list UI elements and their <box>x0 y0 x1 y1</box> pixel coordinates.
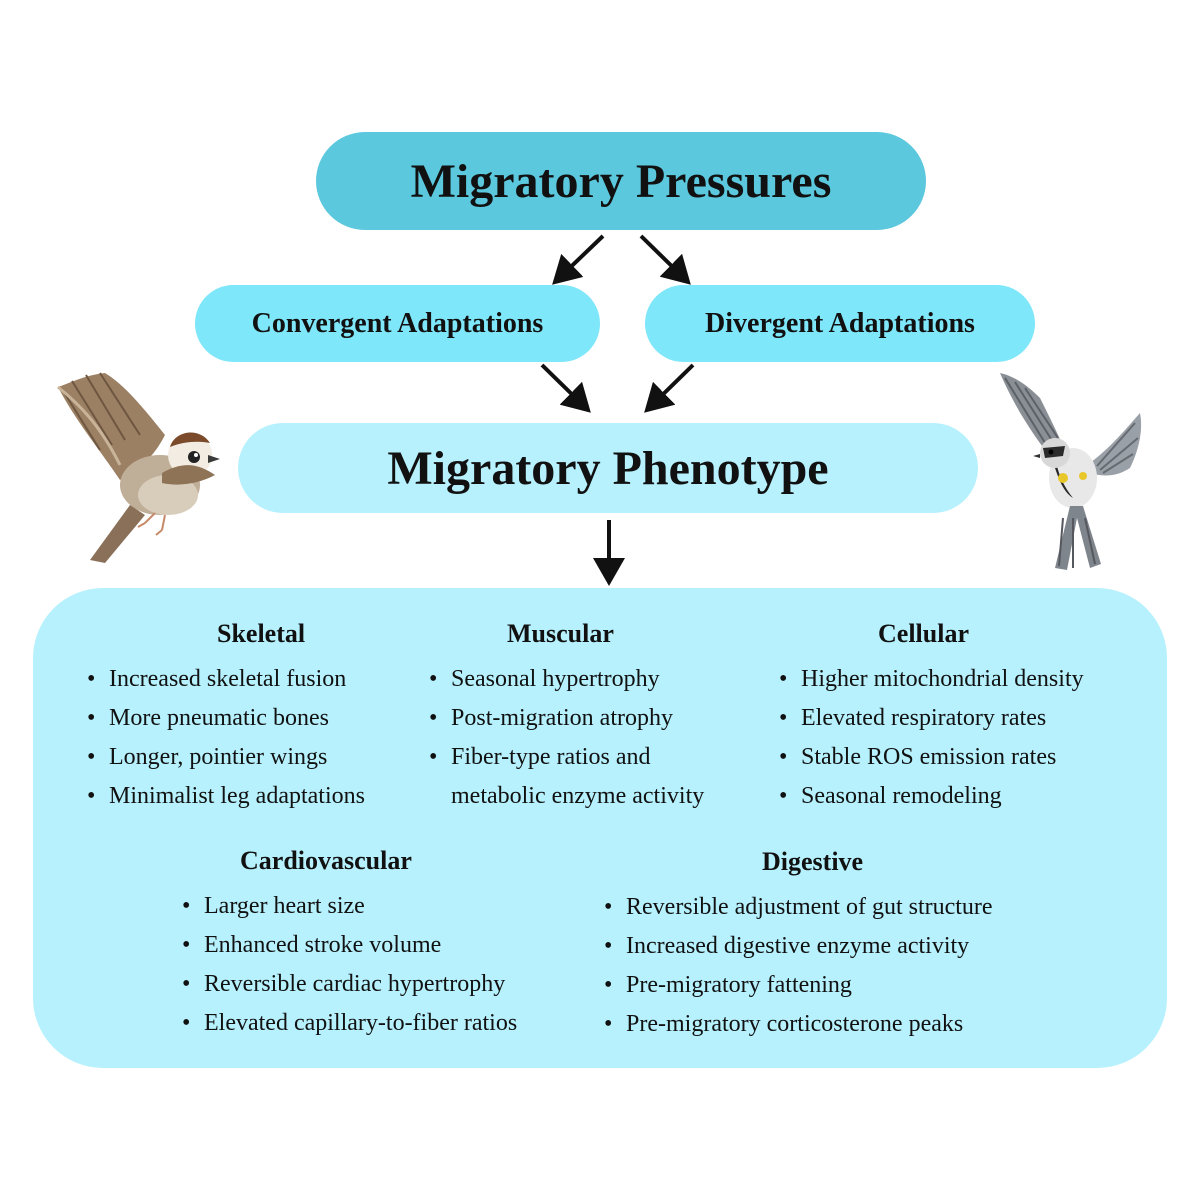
node-migratory-pressures: Migratory Pressures <box>316 132 926 230</box>
node-migratory-phenotype: Migratory Phenotype <box>238 423 978 513</box>
arrow-divergent-to-phenotype <box>644 363 695 413</box>
list-item: Minimalist leg adaptations <box>87 777 365 816</box>
list-item: Reversible adjustment of gut structure <box>604 888 993 927</box>
group-cardiovascular-title: Cardiovascular <box>240 846 412 875</box>
list-item-continuation: metabolic enzyme activity <box>451 783 705 809</box>
list-item: Reversible cardiac hypertrophy <box>182 965 517 1004</box>
group-skeletal-list: Increased skeletal fusion More pneumatic… <box>87 660 365 816</box>
arrow-pressures-to-divergent <box>639 234 691 285</box>
list-item: Enhanced stroke volume <box>182 926 517 965</box>
group-cellular-title: Cellular <box>878 619 969 648</box>
group-skeletal-title: Skeletal <box>217 619 306 648</box>
list-item: Stable ROS emission rates <box>779 738 1084 777</box>
arrow-pressures-to-convergent <box>552 234 605 285</box>
group-muscular-list: Seasonal hypertrophy Post-migration atro… <box>429 660 704 816</box>
list-item: Elevated capillary-to-fiber ratios <box>182 1004 517 1043</box>
list-item: Higher mitochondrial density <box>779 660 1084 699</box>
list-item: Increased skeletal fusion <box>87 660 365 699</box>
node-divergent-adaptations: Divergent Adaptations <box>645 285 1035 362</box>
node-migratory-pressures-label: Migratory Pressures <box>410 154 832 208</box>
group-digestive-title: Digestive <box>762 847 864 876</box>
list-item: Longer, pointier wings <box>87 738 365 777</box>
sparrow-bird-image <box>57 372 220 563</box>
node-convergent-adaptations-label: Convergent Adaptations <box>251 307 544 339</box>
list-item: Pre-migratory corticosterone peaks <box>604 1005 993 1044</box>
group-cellular-list: Higher mitochondrial density Elevated re… <box>779 660 1084 816</box>
list-item: Pre-migratory fattening <box>604 966 993 1005</box>
warbler-bird-image <box>1000 373 1142 570</box>
node-convergent-adaptations: Convergent Adaptations <box>195 285 600 362</box>
node-migratory-phenotype-label: Migratory Phenotype <box>387 441 829 495</box>
node-divergent-adaptations-label: Divergent Adaptations <box>705 307 975 339</box>
group-cardiovascular-list: Larger heart size Enhanced stroke volume… <box>182 887 517 1043</box>
list-item: Larger heart size <box>182 887 517 926</box>
list-item: Elevated respiratory rates <box>779 699 1084 738</box>
list-item: Seasonal remodeling <box>779 777 1084 816</box>
arrow-convergent-to-phenotype <box>540 363 591 413</box>
list-item: More pneumatic bones <box>87 699 365 738</box>
list-item: Seasonal hypertrophy <box>429 660 704 699</box>
group-muscular-title: Muscular <box>507 619 614 648</box>
list-item: Fiber-type ratios and <box>429 738 704 777</box>
list-item: Post-migration atrophy <box>429 699 704 738</box>
list-item: Increased digestive enzyme activity <box>604 927 993 966</box>
group-digestive-list: Reversible adjustment of gut structure I… <box>604 888 993 1044</box>
